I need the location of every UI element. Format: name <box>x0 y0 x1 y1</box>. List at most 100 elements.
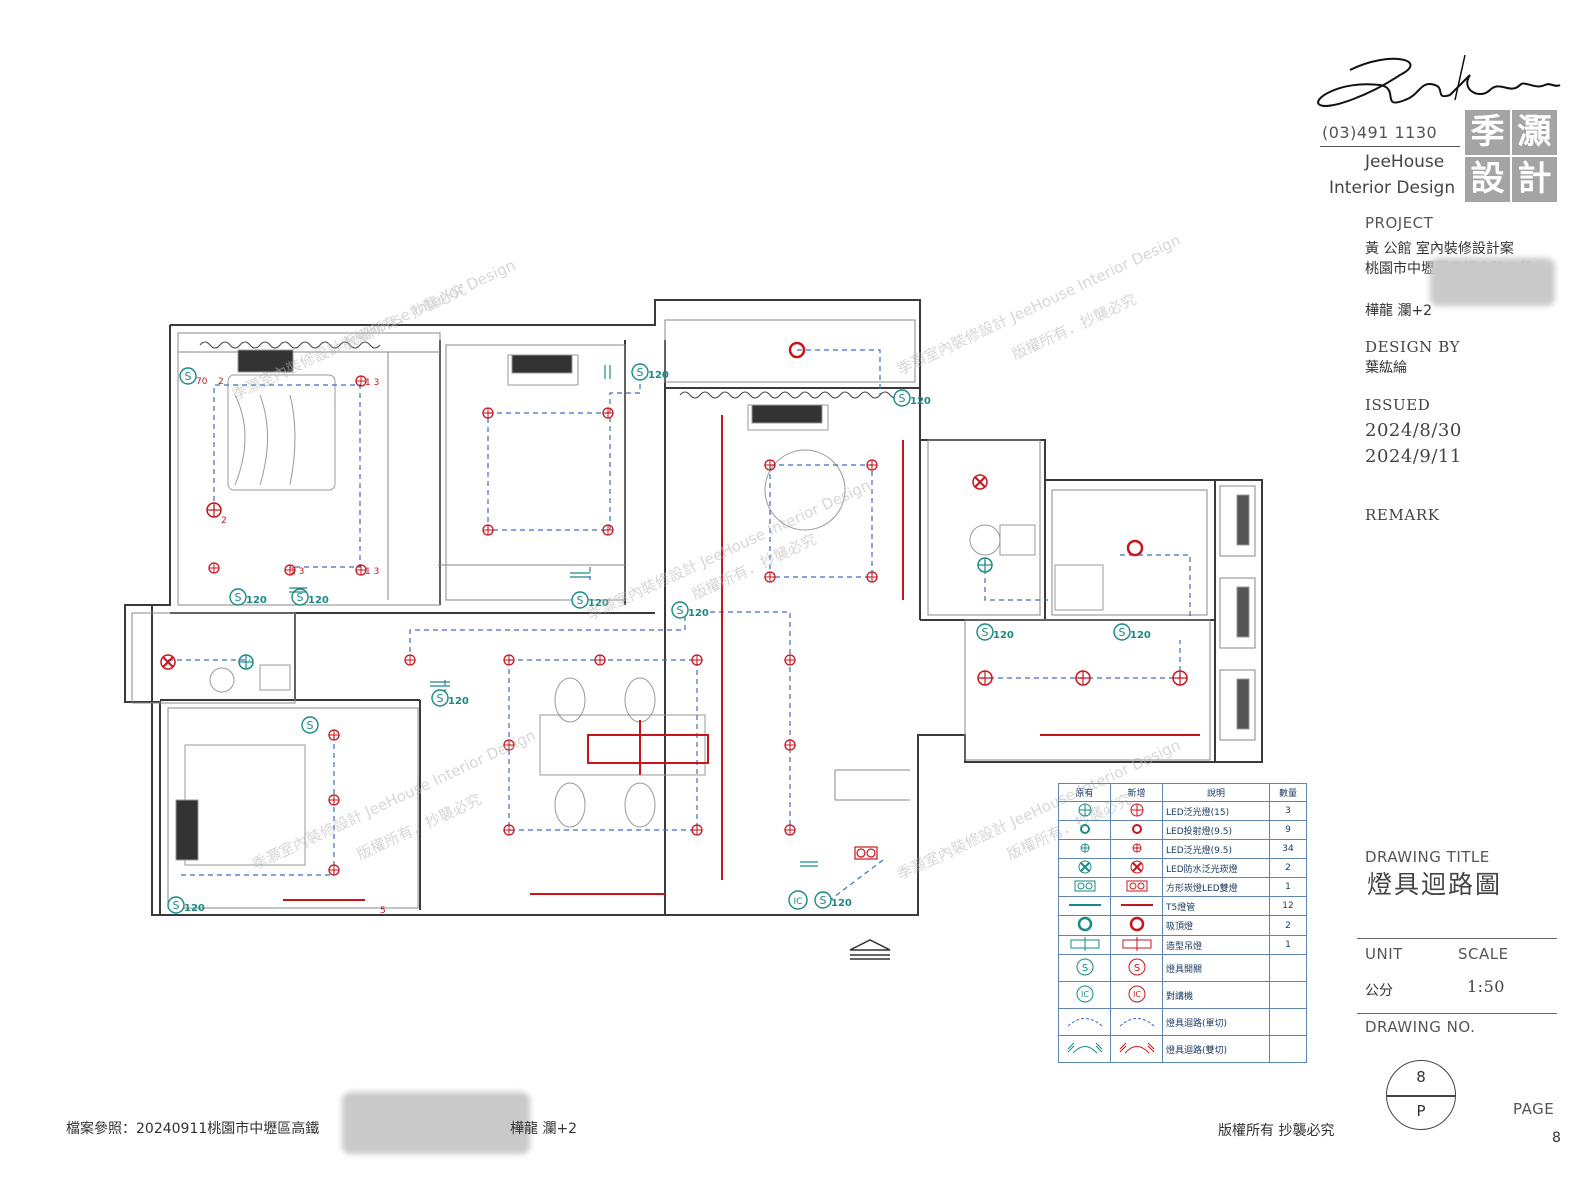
wall-details <box>131 319 1256 909</box>
floodlight-icon <box>1172 670 1188 686</box>
svg-text:120: 120 <box>448 696 469 707</box>
brand-subtitle: Interior Design <box>1329 178 1456 198</box>
svg-text:5: 5 <box>380 906 386 916</box>
svg-text:季灝室內裝修設計 JeeHouse Interior Des: 季灝室內裝修設計 JeeHouse Interior Design <box>249 726 538 874</box>
project-unit: 樺龍 瀾+2 <box>1365 303 1433 319</box>
project-label: PROJECT <box>1365 214 1434 232</box>
legend-row: 燈具迴路(單切) <box>1058 1008 1307 1036</box>
furniture <box>175 349 1250 866</box>
file-reference-unit: 樺龍 瀾+2 <box>510 1121 578 1137</box>
legend-row: S S 燈具開關 <box>1058 954 1307 982</box>
waterproof-light-icon <box>160 654 176 670</box>
legend-qty <box>1269 1008 1307 1036</box>
circuit-single-icon <box>1067 1017 1102 1026</box>
legend-desc: 造型吊燈 <box>1162 935 1270 955</box>
legend-desc: 吸頂燈 <box>1162 915 1270 936</box>
svg-text:120: 120 <box>246 595 267 606</box>
downlight-icon <box>691 824 703 836</box>
divider <box>1357 1013 1557 1014</box>
brand-char: 計 <box>1512 157 1557 202</box>
downlight-icon <box>691 654 703 666</box>
legend-desc: LED防水泛光崁燈 <box>1162 858 1270 878</box>
legend-desc: LED泛光燈(9.5) <box>1162 839 1270 859</box>
designer-name: 葉紘綸 <box>1365 360 1407 376</box>
legend-qty: 2 <box>1269 858 1307 878</box>
legend-desc: LED投射燈(9.5) <box>1162 820 1270 840</box>
spotlight-new-icon <box>1131 823 1142 834</box>
page-label: PAGE <box>1513 1100 1555 1118</box>
circuit-double-icon <box>1067 1042 1102 1053</box>
floodlight-95-new-icon <box>1132 843 1141 852</box>
legend-desc: 燈具開關 <box>1162 954 1270 982</box>
plan-tags: 1 3 1 3 1 3 2 2 70 5 <box>196 377 386 916</box>
downlight-icon <box>866 459 878 471</box>
downlight-icon <box>208 562 220 574</box>
switch-height-labels: 120 120 120 120 120 120 120 120 120 120 … <box>184 370 1151 914</box>
svg-text:IC: IC <box>1081 990 1089 999</box>
svg-text:IC: IC <box>794 897 803 907</box>
legend-row: LED投射燈(9.5) 9 <box>1058 820 1307 840</box>
ceiling-light-new-icon <box>1129 916 1144 932</box>
svg-text:1 3: 1 3 <box>365 567 379 577</box>
legend-qty <box>1269 954 1307 982</box>
circuit-single-new-icon <box>1119 1017 1154 1026</box>
svg-text:70: 70 <box>196 377 208 387</box>
legend-qty: 34 <box>1269 839 1307 859</box>
svg-text:1 3: 1 3 <box>365 378 379 388</box>
svg-text:120: 120 <box>308 595 329 606</box>
svg-text:1 3: 1 3 <box>290 567 304 577</box>
file-reference: 檔案參照：20240911桃園市中壢區高鐵 <box>66 1121 320 1137</box>
legend-row: 造型吊燈 1 <box>1058 935 1307 955</box>
downlight-icon <box>866 571 878 583</box>
legend-row: IC IC 對講機 <box>1058 981 1307 1009</box>
downlight-icon <box>328 794 340 806</box>
signature-logo <box>1317 54 1561 107</box>
legend-desc: 對講機 <box>1162 981 1270 1009</box>
divider <box>1357 938 1557 939</box>
legend-desc: T5燈管 <box>1162 896 1270 916</box>
legend-desc: LED泛光燈(15) <box>1162 801 1270 821</box>
svg-text:120: 120 <box>831 898 852 909</box>
intercom: IC <box>788 890 808 910</box>
dimmer-marks <box>289 365 818 867</box>
ceiling-light-icon <box>1077 916 1092 932</box>
downlight-icon <box>764 571 776 583</box>
drawing-number-badge: 8 P <box>1386 1060 1456 1130</box>
drawing-title: 燈具迴路圖 <box>1367 870 1503 899</box>
svg-text:S: S <box>1133 963 1139 974</box>
brand-char: 灝 <box>1512 110 1557 155</box>
downlight-icon <box>404 654 416 666</box>
downlight-icon <box>784 739 796 751</box>
floodlight-icon <box>1075 670 1091 686</box>
floodlight-95-icon <box>1080 843 1089 852</box>
legend-qty: 3 <box>1269 801 1307 821</box>
downlight-icon <box>328 729 340 741</box>
svg-text:120: 120 <box>1130 630 1151 641</box>
curtains <box>199 341 901 399</box>
circuit-double-new-icon <box>1119 1042 1154 1053</box>
svg-text:120: 120 <box>993 630 1014 641</box>
remark-label: REMARK <box>1365 506 1440 524</box>
svg-text:120: 120 <box>184 903 205 914</box>
waterproof-light-icon <box>972 474 988 490</box>
downlight-icon <box>784 824 796 836</box>
legend-row: LED防水泛光崁燈 2 <box>1058 858 1307 878</box>
svg-text:IC: IC <box>1133 990 1141 999</box>
svg-text:2: 2 <box>218 377 224 387</box>
legend-qty: 2 <box>1269 915 1307 936</box>
spotlight-icon <box>1079 823 1090 834</box>
legend-row: LED泛光燈(15) 3 <box>1058 801 1307 821</box>
legend-qty <box>1269 1035 1307 1063</box>
page-number: 8 <box>1552 1130 1561 1146</box>
downlight-icon <box>602 524 614 536</box>
ceiling-light-icon <box>1126 539 1144 557</box>
drawing-series: P <box>1416 1102 1426 1120</box>
intercom-new-icon: IC <box>1128 985 1145 1002</box>
scale-value: 1:50 <box>1467 977 1505 996</box>
legend-desc: 方形崁燈LED雙燈 <box>1162 877 1270 897</box>
legend-header: 數量 <box>1269 783 1307 802</box>
svg-text:120: 120 <box>688 608 709 619</box>
legend-desc: 燈具迴路(單切) <box>1162 1008 1270 1036</box>
waterproof-light-icon <box>1078 860 1091 873</box>
